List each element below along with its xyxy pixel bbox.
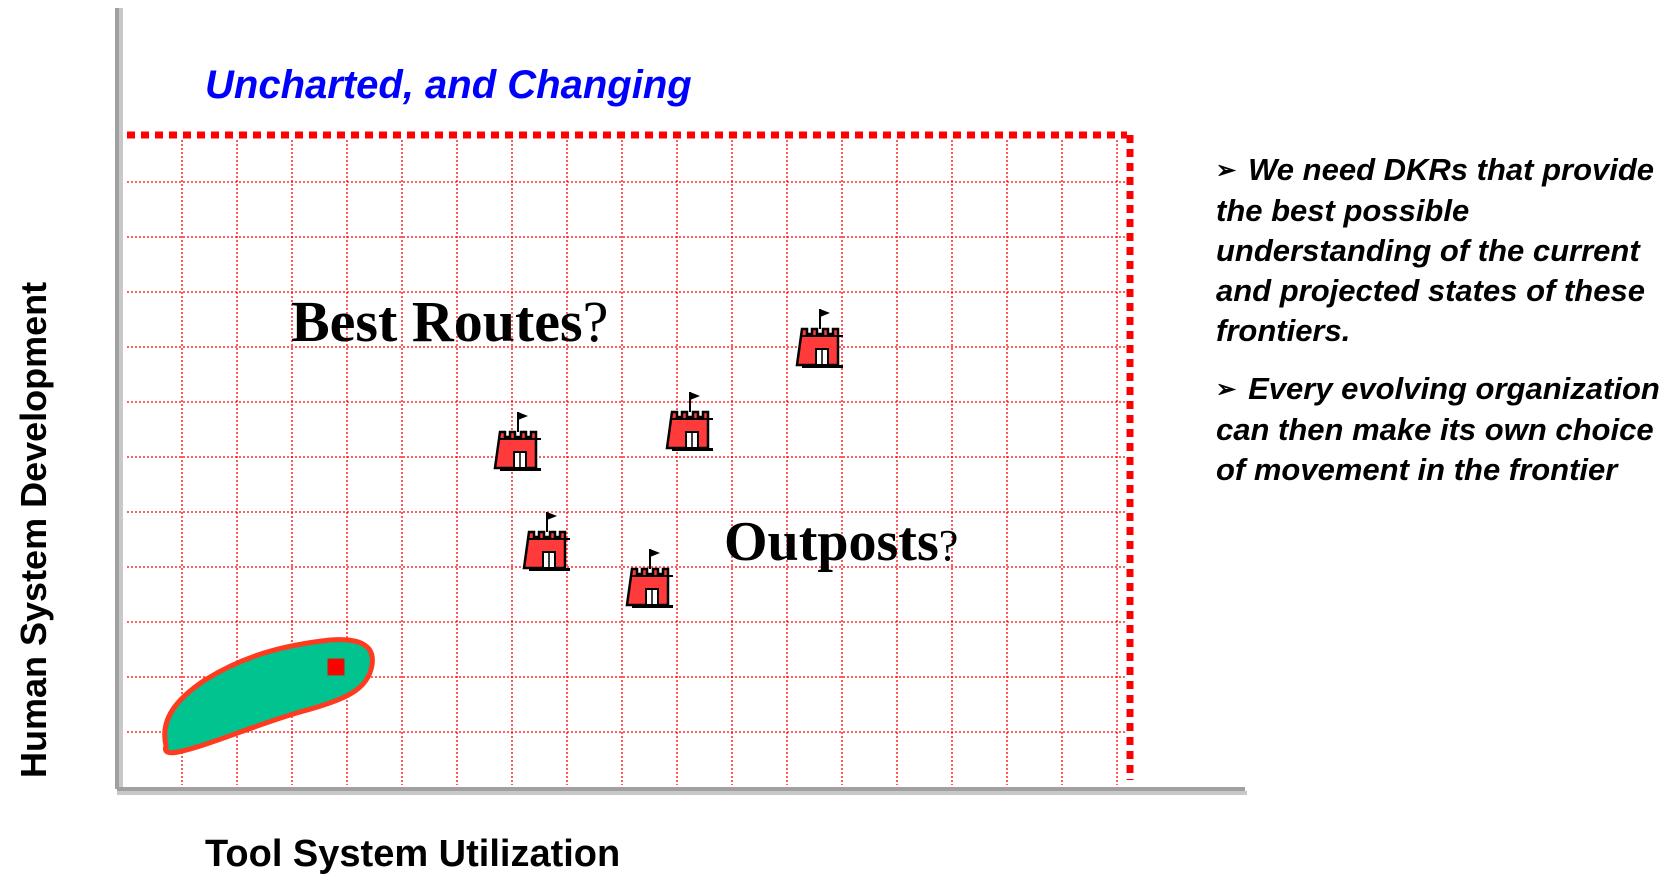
home-marker [327,658,345,676]
note-item: ➢We need DKRs that provide the best poss… [1216,150,1661,351]
castle-icon [493,412,541,471]
axis-frame [115,8,1247,795]
arrow-bullet-icon: ➢ [1216,376,1237,403]
note-text: Every evolving organization can then mak… [1216,371,1660,487]
frontier-title: Uncharted, and Changing [205,63,692,107]
outposts-label: Outposts? [724,511,958,577]
outposts-text: Outposts [724,511,939,573]
frontier-grid [127,140,1127,785]
arrow-bullet-icon: ➢ [1216,157,1237,184]
best-routes-text: Best Routes [291,289,583,354]
outpost-castles [493,309,843,608]
castle-icon [522,512,570,571]
frontier-border [127,131,1134,780]
note-text: We need DKRs that provide the best possi… [1216,152,1655,348]
best-routes-question: ? [582,289,609,354]
x-axis-title: Tool System Utilization [205,833,621,875]
note-item: ➢Every evolving organization can then ma… [1216,369,1661,490]
castle-icon [665,392,713,451]
territory-region [162,637,375,756]
castle-icon [795,309,843,368]
best-routes-label: Best Routes? [291,290,608,354]
frontier-notes: ➢We need DKRs that provide the best poss… [1216,150,1661,508]
outposts-question: ? [938,521,959,570]
castle-icon [625,549,673,608]
